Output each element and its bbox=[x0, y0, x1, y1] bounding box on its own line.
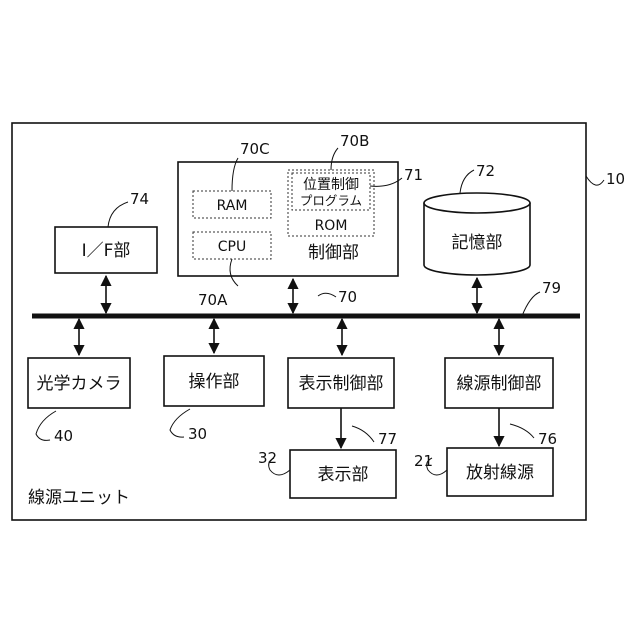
display-control-ref: 77 bbox=[378, 430, 397, 448]
source-control-ref: 76 bbox=[538, 430, 557, 448]
display-control-label: 表示制御部 bbox=[299, 374, 384, 394]
program-ref: 71 bbox=[404, 166, 423, 184]
source-unit-label: 線源ユニット bbox=[28, 488, 130, 508]
display-label: 表示部 bbox=[318, 465, 369, 485]
control-unit-label: 制御部 bbox=[308, 243, 359, 263]
cpu-ref: 70A bbox=[198, 291, 228, 309]
bus-ref: 79 bbox=[542, 279, 561, 297]
source-control-label: 線源制御部 bbox=[457, 374, 542, 394]
ram-label: RAM bbox=[217, 198, 248, 214]
unit-ref: 10 bbox=[606, 170, 625, 188]
operation-ref: 30 bbox=[188, 425, 207, 443]
control-ref: 70 bbox=[338, 288, 357, 306]
rom-label: ROM bbox=[315, 218, 348, 234]
interface-label: I／F部 bbox=[82, 241, 131, 261]
program-label-line2: プログラム bbox=[300, 193, 362, 208]
cpu-label: CPU bbox=[218, 239, 246, 255]
ram-ref: 70C bbox=[240, 140, 270, 158]
camera-label: 光学カメラ bbox=[37, 374, 122, 394]
storage-ref: 72 bbox=[476, 162, 495, 180]
storage-label: 記憶部 bbox=[452, 233, 503, 253]
unit-leader bbox=[586, 176, 604, 185]
radiation-source-label: 放射線源 bbox=[466, 463, 534, 483]
rom-ref: 70B bbox=[340, 132, 369, 150]
camera-ref: 40 bbox=[54, 427, 73, 445]
radiation-source-ref: 21 bbox=[414, 452, 433, 470]
interface-ref: 74 bbox=[130, 190, 149, 208]
display-ref: 32 bbox=[258, 449, 277, 467]
operation-label: 操作部 bbox=[189, 372, 240, 392]
program-label-line1: 位置制御 bbox=[303, 177, 359, 193]
